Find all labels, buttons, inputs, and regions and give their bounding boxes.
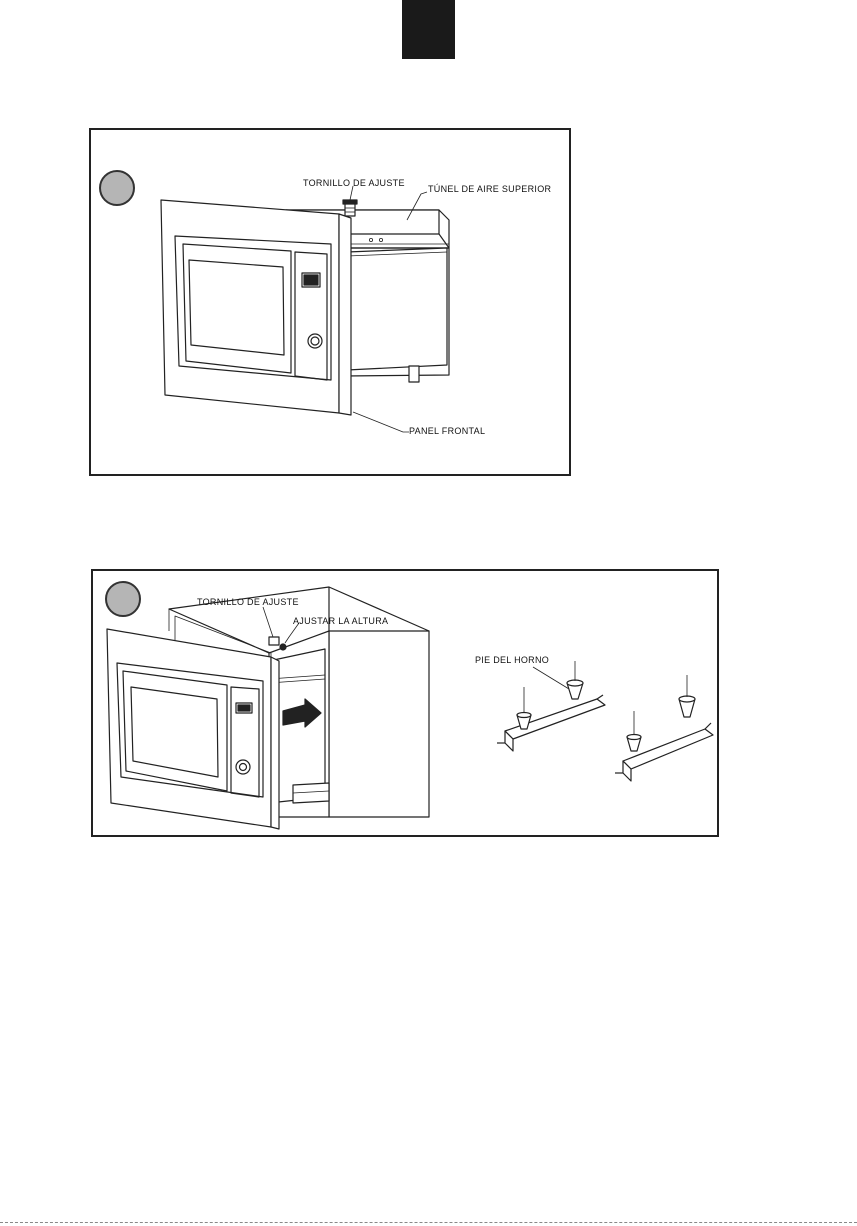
- page-bottom-border: [0, 1222, 857, 1223]
- label-oven-foot: PIE DEL HORNO: [475, 655, 549, 665]
- figure-2-installation-illustration: [93, 571, 717, 835]
- label-adjust-screw: TORNILLO DE AJUSTE: [197, 597, 299, 607]
- figure-2-frame: TORNILLO DE AJUSTE AJUSTAR LA ALTURA PIE…: [91, 569, 719, 837]
- figure-1-frame: TORNILLO DE AJUSTE TÚNEL DE AIRE SUPERIO…: [89, 128, 571, 476]
- label-adjust-height: AJUSTAR LA ALTURA: [293, 616, 388, 626]
- page-tab-marker: [402, 0, 455, 59]
- label-adjust-screw: TORNILLO DE AJUSTE: [303, 178, 405, 188]
- label-front-panel: PANEL FRONTAL: [409, 426, 485, 436]
- label-top-air-tunnel: TÚNEL DE AIRE SUPERIOR: [428, 184, 551, 194]
